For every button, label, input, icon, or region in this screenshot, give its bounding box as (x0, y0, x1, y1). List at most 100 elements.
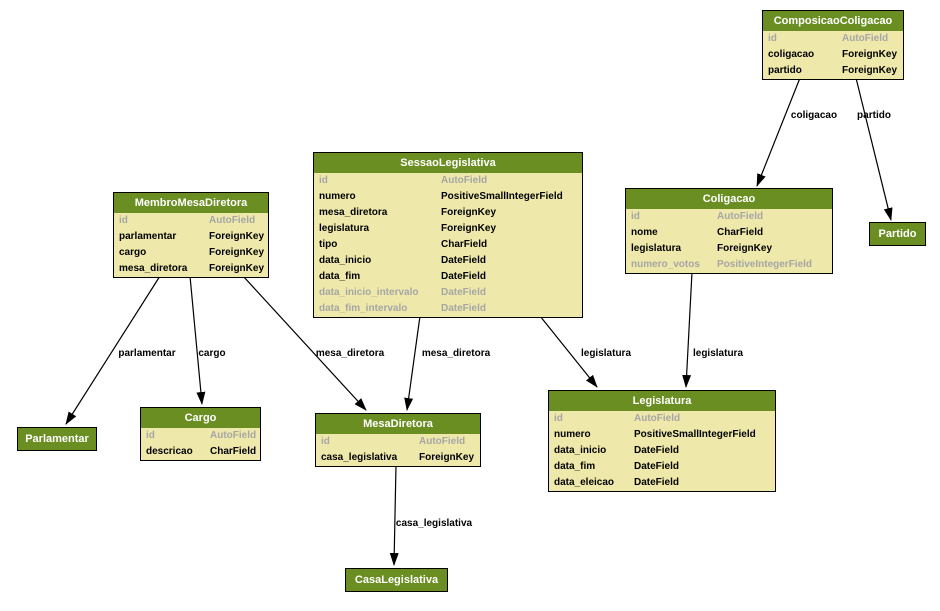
field-name: mesa_diretora (319, 207, 388, 218)
field-row-composicao-coligacao-partido: partido ForeignKey (763, 63, 903, 79)
field-row-sessao-legislativa-mesa_diretora: mesa_diretora ForeignKey (314, 205, 582, 221)
field-row-membro-mesa-diretora-id: id AutoField (114, 213, 268, 229)
field-type: CharField (441, 239, 488, 250)
field-name: partido (768, 65, 802, 76)
field-type: DateField (634, 461, 680, 472)
field-type: ForeignKey (419, 452, 475, 463)
edge-line (404, 315, 421, 411)
field-type: DateField (441, 255, 487, 266)
field-name: id (321, 436, 330, 447)
field-type: ForeignKey (842, 65, 898, 76)
field-type: PositiveSmallIntegerField (634, 429, 756, 440)
entity-title-partido: Partido (870, 223, 925, 245)
entity-membro-mesa-diretora: MembroMesaDiretora id AutoField parlamentar… (113, 192, 269, 278)
field-name: data_fim (554, 461, 596, 472)
entity-title-legislatura: Legislatura (549, 391, 775, 411)
edge-label: cargo (198, 348, 225, 359)
edge-membromesadiretora-to-parlamentar: parlamentar (65, 275, 176, 425)
field-type: DateField (441, 271, 487, 282)
entity-title-parlamentar: Parlamentar (18, 428, 96, 450)
edge-label: mesa_diretora (316, 348, 385, 359)
edge-line (65, 275, 161, 425)
field-name: coligacao (768, 49, 815, 60)
field-type: ForeignKey (441, 223, 497, 234)
field-type: DateField (634, 477, 680, 488)
field-type: AutoField (441, 175, 488, 186)
edge-label: parlamentar (118, 348, 175, 359)
edge-composicaocoligacao-to-coligacao: coligacao (756, 77, 837, 187)
field-type: CharField (717, 227, 764, 238)
field-name: id (768, 33, 777, 44)
edge-label: partido (857, 110, 891, 121)
field-name: numero (554, 429, 591, 440)
field-name: nome (631, 227, 658, 238)
field-type: AutoField (842, 33, 889, 44)
field-name: id (119, 215, 128, 226)
field-name: id (554, 413, 563, 424)
edge-line (756, 77, 801, 187)
field-row-membro-mesa-diretora-mesa_diretora: mesa_diretora ForeignKey (114, 261, 268, 277)
field-type: PositiveIntegerField (717, 259, 813, 270)
field-row-legislatura-data_fim: data_fim DateField (549, 459, 775, 475)
entity-parlamentar: Parlamentar (17, 427, 97, 451)
field-type: DateField (441, 287, 487, 298)
edge-label: legislatura (581, 348, 631, 359)
edge-label: coligacao (791, 110, 837, 121)
entity-title-sessao-legislativa: SessaoLegislativa (314, 153, 582, 173)
entity-partido: Partido (869, 222, 926, 246)
field-row-coligacao-nome: nome CharField (626, 225, 832, 241)
entity-title-coligacao: Coligacao (626, 189, 832, 209)
entity-title-cargo: Cargo (141, 408, 260, 428)
field-name: tipo (319, 239, 338, 250)
field-name: parlamentar (119, 231, 177, 242)
field-name: data_fim (319, 271, 361, 282)
entity-legislatura: Legislatura id AutoField numero PositiveSmal… (548, 390, 776, 492)
field-name: cargo (119, 247, 147, 258)
field-type: AutoField (634, 413, 681, 424)
field-name: data_inicio (554, 445, 607, 456)
field-type: ForeignKey (441, 207, 497, 218)
field-name: legislatura (631, 243, 682, 254)
edge-line (389, 464, 399, 566)
field-name: numero_votos (631, 259, 700, 270)
field-type: AutoField (210, 430, 257, 441)
edge-coligacao-to-legislatura: legislatura (682, 271, 743, 388)
field-name: mesa_diretora (119, 263, 188, 274)
field-type: AutoField (209, 215, 256, 226)
field-row-sessao-legislativa-data_fim: data_fim DateField (314, 269, 582, 285)
field-name: casa_legislativa (321, 452, 398, 463)
edge-label: casa_legislativa (396, 518, 473, 529)
field-row-mesa-diretora-id: id AutoField (316, 434, 480, 450)
field-name: data_fim_intervalo (319, 303, 408, 314)
entity-title-composicao-coligacao: ComposicaoColigacao (763, 11, 903, 31)
field-row-legislatura-id: id AutoField (549, 411, 775, 427)
field-row-sessao-legislativa-tipo: tipo CharField (314, 237, 582, 253)
field-row-legislatura-numero: numero PositiveSmallIntegerField (549, 427, 775, 443)
field-name: numero (319, 191, 356, 202)
field-type: ForeignKey (209, 263, 265, 274)
field-row-coligacao-numero_votos: numero_votos PositiveIntegerField (626, 257, 832, 273)
field-type: AutoField (419, 436, 466, 447)
edge-line (189, 275, 206, 405)
edge-label: mesa_diretora (422, 348, 491, 359)
entity-title-membro-mesa-diretora: MembroMesaDiretora (114, 193, 268, 213)
